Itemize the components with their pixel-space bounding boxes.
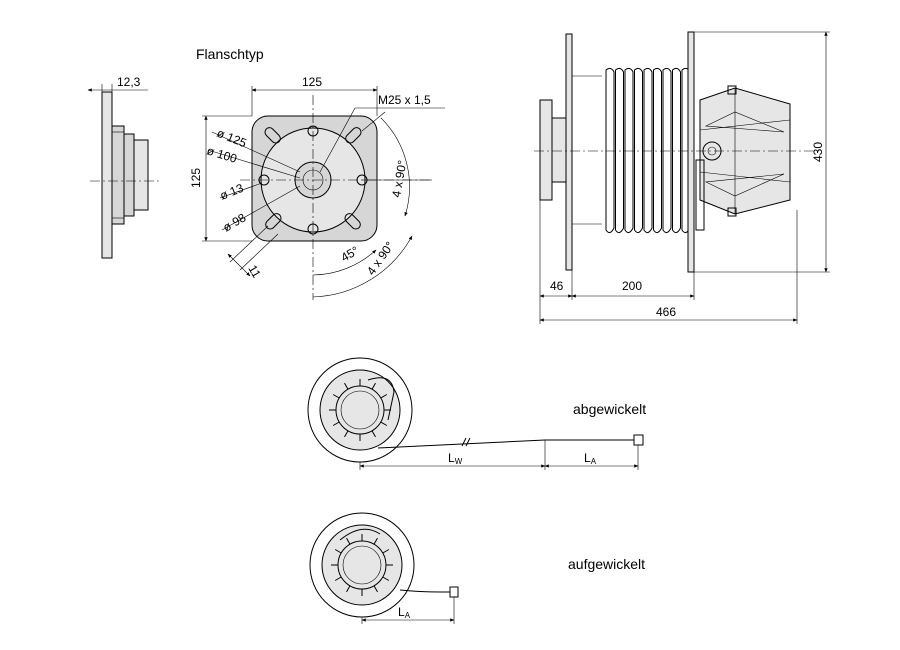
- terminal-tick: [373, 585, 378, 593]
- flange-front-view: Flanschtyp 125 125 M25 x 1,5 ø 125: [189, 46, 445, 300]
- terminal-tick: [346, 537, 351, 545]
- cable-coil-turn: [653, 67, 662, 234]
- reel-wound: LA aufgewickelt: [309, 512, 645, 624]
- dim-flange-thickness: 12,3: [117, 75, 141, 89]
- reel-unwound: LW LA abgewickelt: [307, 357, 646, 470]
- cable-coil-turn: [615, 67, 624, 234]
- cable-coil-turn: [662, 67, 672, 234]
- terminal-tick: [371, 430, 376, 438]
- cable-coil-turn: [672, 67, 681, 234]
- terminal-tick: [380, 421, 388, 426]
- dim-dia-13: ø 13: [218, 181, 246, 203]
- flange-side-view: 12,3: [87, 75, 160, 259]
- dim-angle-45: 45°: [339, 243, 362, 264]
- terminal-tick: [344, 430, 349, 438]
- dim-reel-flange-offset: 46: [550, 279, 564, 293]
- terminal-ticks: [329, 379, 391, 441]
- cable-coil-turn: [605, 67, 615, 234]
- wound-label: aufgewickelt: [568, 556, 645, 572]
- dim-pattern-right: 4 x 90°: [389, 159, 409, 199]
- dim-dia-100: ø 100: [205, 143, 239, 165]
- terminal-tick: [380, 394, 388, 399]
- dim-reel-drum-width: 200: [622, 279, 642, 293]
- dim-reel-height: 430: [811, 142, 825, 162]
- reel-side-view: 430 46 200 466: [534, 31, 830, 324]
- terminal-tick: [332, 421, 340, 426]
- dim-cable-la-wound: LA: [398, 605, 411, 620]
- cable-coils: [605, 67, 691, 234]
- dim-pattern-bottom: 4 x 90°: [364, 239, 397, 278]
- terminal-tick: [346, 585, 351, 593]
- dim-cable-la-unwound: LA: [584, 451, 597, 466]
- terminal-tick: [332, 394, 340, 399]
- dim-hole-offset: 11: [245, 263, 264, 281]
- terminal-tick: [373, 537, 378, 545]
- dim-dia-98: ø 98: [221, 210, 249, 234]
- dim-reel-total-width: 466: [656, 305, 676, 319]
- dim-flange-height: 125: [189, 168, 203, 188]
- terminal-tick: [382, 576, 390, 581]
- dim-thread: M25 x 1,5: [378, 93, 431, 107]
- terminal-tick: [382, 549, 390, 554]
- cable-coil-turn: [634, 67, 643, 234]
- terminal-tick: [334, 576, 342, 581]
- terminal-tick: [344, 382, 349, 390]
- cable-coil-turn: [643, 67, 653, 234]
- dim-cable-lw: LW: [448, 451, 463, 466]
- unwound-label: abgewickelt: [573, 401, 646, 417]
- cable-coil-turn: [624, 67, 634, 234]
- terminal-tick: [371, 382, 376, 390]
- terminal-tick: [334, 549, 342, 554]
- dim-flange-width: 125: [302, 75, 322, 89]
- flange-type-label: Flanschtyp: [196, 46, 264, 62]
- terminal-ticks: [331, 534, 393, 596]
